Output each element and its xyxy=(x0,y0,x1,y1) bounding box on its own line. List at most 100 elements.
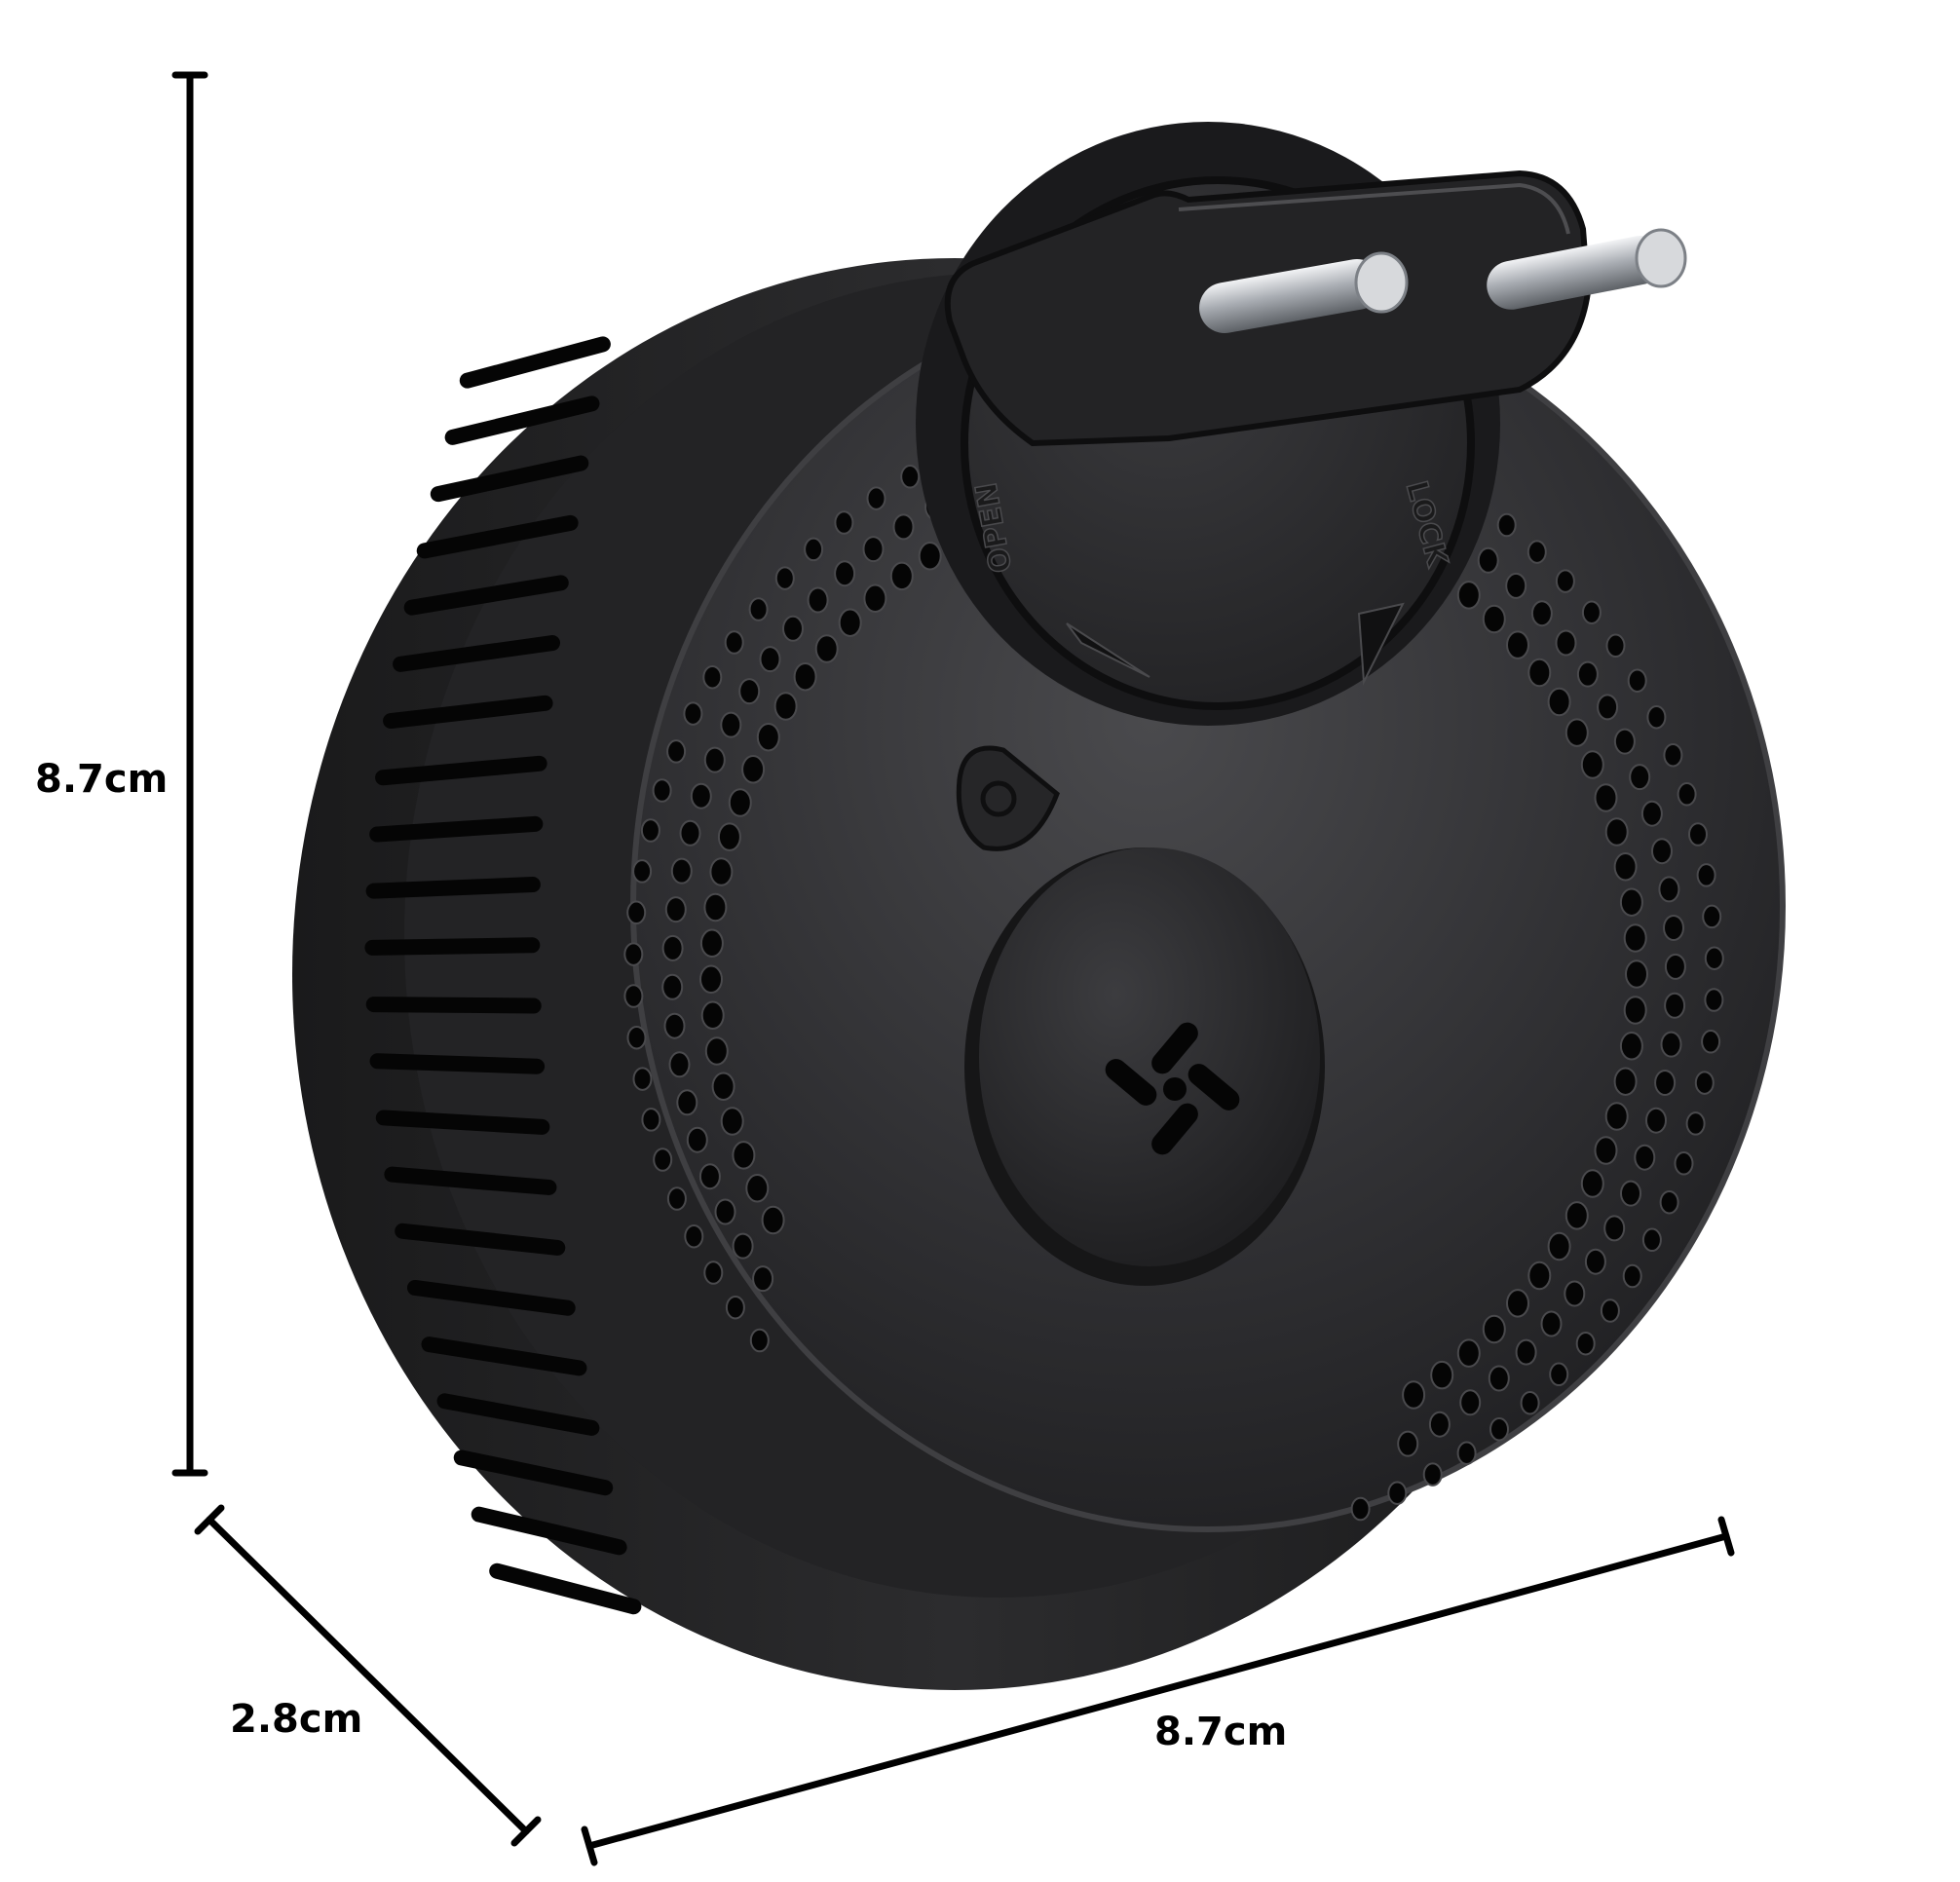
vent-hole xyxy=(720,711,742,738)
vent-hole xyxy=(1623,996,1647,1025)
vent-hole xyxy=(728,788,752,817)
dimension-lines xyxy=(171,71,1735,1866)
vent-hole xyxy=(732,1141,756,1170)
vent-hole xyxy=(1613,728,1636,755)
vent-hole xyxy=(1640,800,1663,827)
vent-hole xyxy=(1622,1263,1642,1289)
vent-hole xyxy=(640,818,660,843)
vent-hole xyxy=(1677,782,1697,807)
vent-hole xyxy=(1549,1362,1569,1387)
vent-hole xyxy=(1422,1462,1443,1487)
vent-hole xyxy=(1702,904,1722,929)
depth-dimension-tick-bottom xyxy=(510,1816,542,1847)
vent-hole xyxy=(761,1205,785,1235)
vent-hole xyxy=(1634,1144,1656,1171)
vent-hole xyxy=(1527,1261,1552,1291)
side-vent-slot xyxy=(365,877,541,899)
side-vent-slot xyxy=(365,997,542,1014)
vent-hole xyxy=(1651,838,1673,865)
vent-hole xyxy=(732,1232,754,1260)
vent-hole xyxy=(1576,660,1599,688)
vent-hole xyxy=(749,1328,770,1353)
vent-hole xyxy=(724,630,744,655)
vent-hole xyxy=(698,1163,721,1190)
vent-hole xyxy=(756,722,780,752)
side-vent-slot xyxy=(369,815,544,843)
side-vent-slot xyxy=(459,336,611,389)
plug-highlight xyxy=(1178,182,1570,235)
vent-hole xyxy=(1600,1299,1620,1323)
vent-hole xyxy=(676,1089,698,1116)
vent-hole xyxy=(1482,604,1506,634)
width-dimension-label: 8.7cm xyxy=(1154,1710,1288,1754)
vent-hole xyxy=(1477,546,1499,574)
vent-hole xyxy=(1580,750,1604,779)
vent-hole xyxy=(1604,817,1629,847)
vent-hole xyxy=(711,1072,735,1102)
side-vent-slot xyxy=(453,1449,614,1496)
vent-hole xyxy=(1397,1430,1419,1457)
vent-hole xyxy=(1456,581,1481,610)
depth-dimension-tick-top xyxy=(194,1504,225,1535)
plug-pin-right xyxy=(1487,228,1687,310)
height-dimension-label: 8.7cm xyxy=(35,757,169,802)
vent-hole xyxy=(626,900,647,925)
vent-hole xyxy=(699,964,723,995)
vent-hole xyxy=(683,701,703,726)
vent-hole xyxy=(623,942,644,966)
vent-hole xyxy=(652,778,672,803)
vent-hole xyxy=(703,746,726,773)
vent-hole xyxy=(1564,718,1589,747)
side-vent-slot xyxy=(489,1562,642,1615)
side-vent-slot xyxy=(421,1336,587,1376)
vent-hole xyxy=(1530,600,1553,627)
vent-hole xyxy=(1623,923,1647,953)
vent-hole xyxy=(793,661,817,692)
vent-hole xyxy=(663,1012,686,1039)
vent-hole xyxy=(1663,742,1683,768)
vent-hole xyxy=(1696,863,1716,887)
side-vent-slot xyxy=(375,755,547,786)
vent-hole xyxy=(1482,1314,1506,1344)
vent-hole xyxy=(1603,1215,1626,1242)
vent-hole xyxy=(1506,630,1529,659)
vent-hole xyxy=(918,542,942,571)
vent-hole xyxy=(1627,668,1647,693)
vent-hole xyxy=(679,819,701,847)
vent-hole xyxy=(804,537,824,562)
side-vent-slot xyxy=(395,1223,566,1256)
vent-hole xyxy=(738,678,761,705)
vent-hole xyxy=(1540,1310,1563,1337)
vent-hole xyxy=(670,857,693,885)
vent-hole xyxy=(900,465,921,489)
vent-hole xyxy=(1613,852,1638,882)
vent-hole xyxy=(703,1261,724,1285)
side-vent-slot xyxy=(369,1053,546,1074)
vent-hole xyxy=(863,583,887,614)
vent-hole xyxy=(1646,704,1667,730)
vent-hole xyxy=(632,1067,653,1091)
vent-hole xyxy=(807,586,829,614)
depth-dimension-label: 2.8cm xyxy=(230,1697,363,1742)
vent-hole xyxy=(1604,1102,1629,1131)
center-button xyxy=(964,847,1325,1286)
vent-hole xyxy=(1555,629,1577,657)
vent-hole xyxy=(1688,822,1708,847)
side-vent-slot xyxy=(416,514,579,559)
vent-hole xyxy=(1664,953,1686,980)
vent-hole xyxy=(1456,1338,1481,1368)
vent-hole xyxy=(1629,764,1651,791)
side-vent-slots xyxy=(364,336,642,1615)
vent-hole xyxy=(686,1126,708,1153)
vent-hole xyxy=(1664,992,1686,1019)
vent-hole xyxy=(741,755,766,784)
side-vent-slot xyxy=(444,395,600,445)
vent-hole xyxy=(834,510,854,535)
vent-hole xyxy=(745,1174,770,1203)
vent-hole xyxy=(684,1223,704,1249)
vent-hole xyxy=(632,859,653,884)
vent-hole xyxy=(889,561,914,591)
vent-hole xyxy=(661,934,684,961)
side-vent-slot xyxy=(364,937,541,956)
